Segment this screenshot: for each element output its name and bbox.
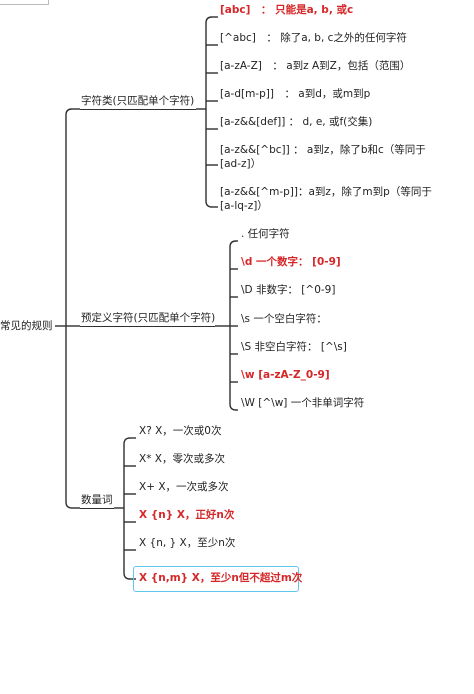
window-corner — [0, 0, 49, 5]
leaf-node[interactable]: \s 一个空白字符： — [241, 313, 327, 325]
branch-label: 字符类(只匹配单个字符) — [81, 95, 195, 107]
root-node[interactable]: 常见的规则 — [0, 319, 53, 333]
leaf-node[interactable]: \D 非数字： [^0-9] — [241, 284, 336, 296]
branch-underline — [80, 508, 114, 509]
leaf-node[interactable]: X {n} X，正好n次 — [139, 509, 235, 521]
leaf-node-selected[interactable]: X {n,m} X，至少n但不超过m次 — [139, 572, 303, 584]
leaf-node[interactable]: [a-zA-Z] ： a到z A到Z，包括（范围） — [220, 60, 411, 72]
leaf-node[interactable]: [abc] ： 只能是a, b, 或c — [220, 4, 354, 16]
root-label: 常见的规则 — [0, 320, 53, 332]
leaf-node[interactable]: [a-z&&[^m-p]]：a到z，除了m到p（等同于[a-lq-z]） — [220, 186, 432, 212]
leaf-node[interactable]: X? X，一次或0次 — [139, 425, 222, 437]
branch-node-quantifier[interactable]: 数量词 — [81, 493, 113, 507]
leaf-node[interactable]: [a-d[m-p]] ： a到d，或m到p — [220, 88, 371, 100]
leaf-node[interactable]: X* X，零次或多次 — [139, 453, 225, 465]
leaf-node[interactable]: X {n, } X，至少n次 — [139, 537, 236, 549]
root-trunk — [65, 108, 73, 509]
branch-underline — [80, 109, 196, 110]
leaf-node[interactable]: \W [^\w] 一个非单词字符 — [241, 397, 365, 409]
branch-node-character-class[interactable]: 字符类(只匹配单个字符) — [81, 94, 194, 108]
branch-node-predefined[interactable]: 预定义字符(只匹配单个字符) — [81, 311, 215, 325]
leaf-node[interactable]: [a-z&&[^bc]] ： a到z，除了b和c（等同于[ad-z]） — [220, 144, 426, 170]
branch-label: 预定义字符(只匹配单个字符) — [81, 312, 216, 324]
leaf-node[interactable]: \d 一个数字： [0-9] — [241, 256, 341, 268]
branch-label: 数量词 — [81, 494, 113, 506]
leaf-node[interactable]: X+ X，一次或多次 — [139, 481, 229, 493]
leaf-node[interactable]: . 任何字符 — [241, 228, 290, 240]
branch1-trunk — [205, 16, 213, 208]
branch-underline — [80, 326, 215, 327]
leaf-node[interactable]: \S 非空白字符： [^\s] — [241, 341, 347, 353]
leaf-node[interactable]: [^abc] ： 除了a, b, c之外的任何字符 — [220, 32, 407, 44]
leaf-node[interactable]: [a-z&&[def]] ： d, e, 或f(交集) — [220, 116, 373, 128]
selected-node-frame — [133, 566, 299, 592]
branch3-trunk — [123, 437, 131, 580]
leaf-node[interactable]: \w [a-zA-Z_0-9] — [241, 369, 330, 381]
